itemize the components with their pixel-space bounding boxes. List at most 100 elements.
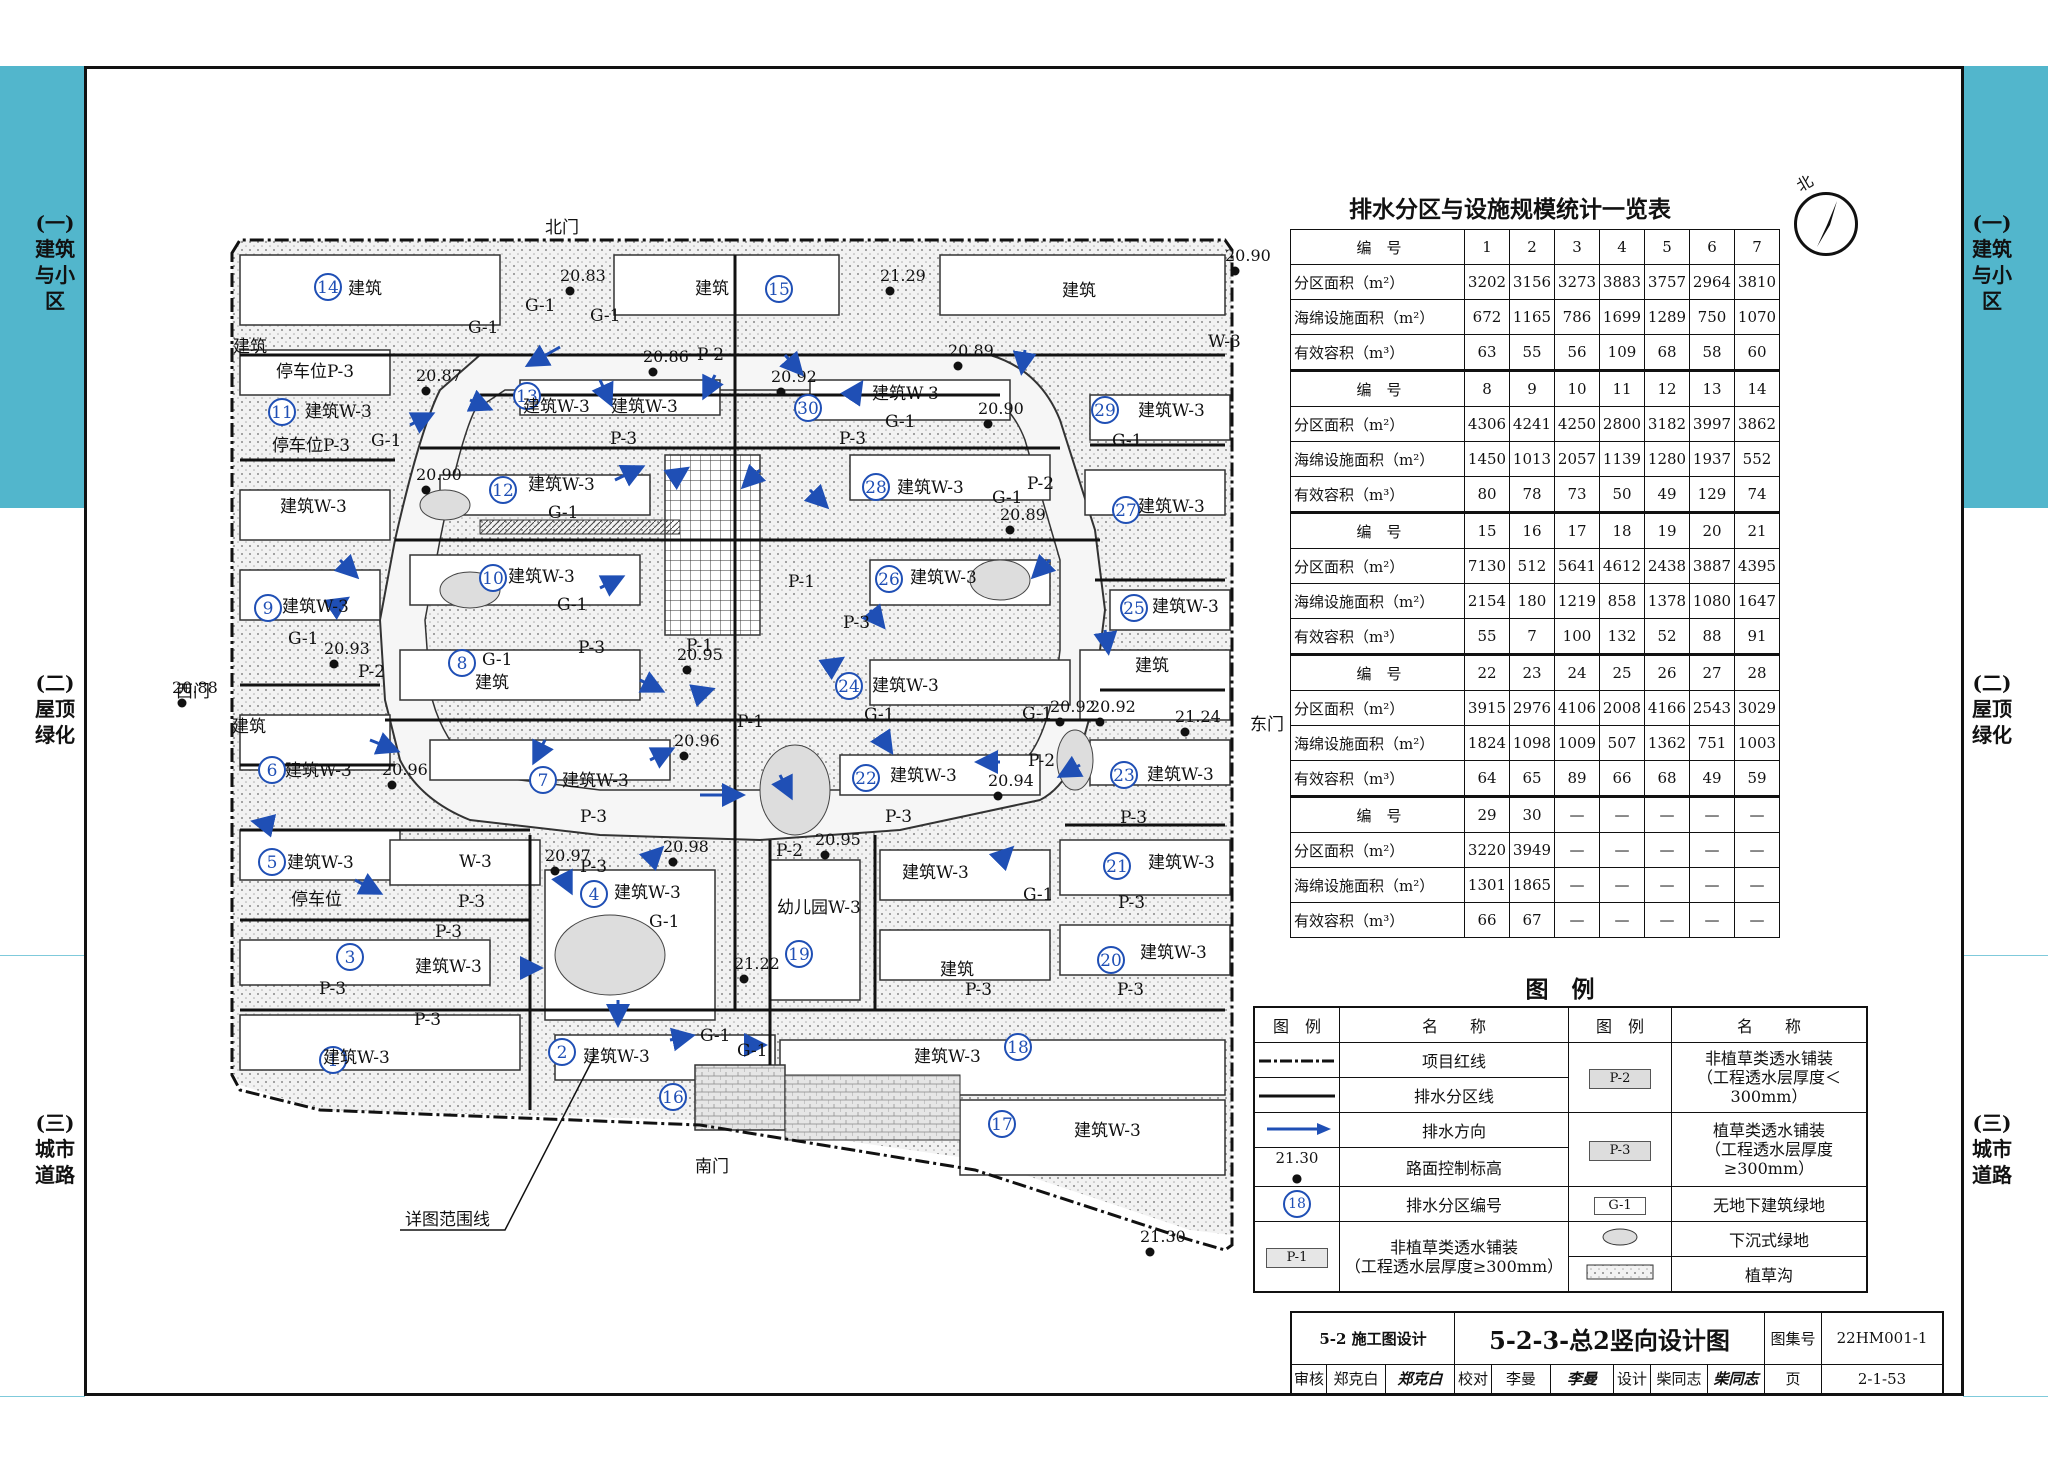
stats-cell: 2976 <box>1509 690 1555 726</box>
map-label: 停车位P-3 <box>272 436 350 456</box>
stats-row-label: 编 号 <box>1290 229 1465 265</box>
drainage-arrow <box>250 814 277 838</box>
elevation-label: 20.83 <box>560 266 606 285</box>
elevation-dot <box>387 780 397 790</box>
legend-zone-line-symbol <box>1253 1077 1340 1113</box>
right-tab-divider-1 <box>1963 955 2048 956</box>
stats-row-label: 分区面积（m²） <box>1290 832 1465 868</box>
drainage-arrow <box>1030 553 1057 580</box>
zone-number: 14 <box>317 278 339 298</box>
stats-row-label: 分区面积（m²） <box>1290 264 1465 300</box>
zone-number: 12 <box>492 481 514 501</box>
right-tab-label-2: (二)屋顶绿化 <box>1972 671 2012 747</box>
elevation-label: 20.88 <box>172 678 218 697</box>
elevation-label: 20.90 <box>978 399 1024 418</box>
map-label: G-1 <box>525 296 555 316</box>
drainage-arrow <box>1012 349 1037 376</box>
elevation-label: 21.30 <box>1140 1227 1186 1246</box>
stats-row-label: 有效容积（m³） <box>1290 902 1465 938</box>
map-label: 建筑W-3 <box>583 1047 650 1067</box>
zone-number: 2 <box>557 1043 568 1063</box>
zone-number: 25 <box>1123 599 1145 619</box>
zone-circle <box>489 476 517 504</box>
zone-circle <box>548 1038 576 1066</box>
stats-cell: 1937 <box>1689 441 1735 477</box>
stats-cell: 3949 <box>1509 832 1555 868</box>
gate-east: 东门 <box>1250 715 1284 735</box>
stats-cell: 50 <box>1599 476 1645 513</box>
stats-cell: 64 <box>1464 760 1510 797</box>
stats-cell: 20 <box>1689 511 1735 549</box>
stats-cell: — <box>1644 902 1690 938</box>
legend-elevation-symbol: 21.30● <box>1253 1147 1340 1187</box>
stats-cell: 3 <box>1554 229 1600 265</box>
stats-cell: 3273 <box>1554 264 1600 300</box>
map-label: P-3 <box>610 429 637 449</box>
stats-cell: 5641 <box>1554 548 1600 584</box>
page-label: 页 <box>1764 1363 1822 1395</box>
stats-cell: — <box>1689 902 1735 938</box>
map-label: 建筑W-3 <box>287 853 354 873</box>
title-block-atlas-no: 22HM001-1 <box>1821 1311 1944 1365</box>
legend-swale-symbol <box>1568 1256 1672 1293</box>
zone-marker: 2 <box>548 1038 576 1066</box>
stats-cell: 28 <box>1734 653 1780 691</box>
elevation-label: 20.94 <box>988 771 1034 790</box>
stats-cell: 22 <box>1464 653 1510 691</box>
legend-header-symbol-2: 图 例 <box>1568 1006 1672 1043</box>
map-label: 停车位P-3 <box>276 362 354 382</box>
elevation-dot <box>776 387 786 397</box>
stats-cell: — <box>1734 795 1780 833</box>
zone-circle <box>765 275 793 303</box>
drawing-frame <box>84 66 1964 1396</box>
stats-cell: 24 <box>1554 653 1600 691</box>
reviewer-signature: 郑克白 <box>1385 1363 1455 1395</box>
central-plaza <box>664 454 761 636</box>
stats-cell: 552 <box>1734 441 1780 477</box>
zone-marker: 22 <box>852 764 880 792</box>
map-label: P-1 <box>686 636 713 656</box>
map-label: G-1 <box>1112 431 1142 451</box>
south-gate-paving-2 <box>784 1074 961 1141</box>
stats-row-label: 海绵设施面积（m²） <box>1290 725 1465 761</box>
stats-cell: 3202 <box>1464 264 1510 300</box>
stats-cell: 2800 <box>1599 406 1645 442</box>
title-block-title: 5-2-3-总2竖向设计图 <box>1454 1311 1765 1365</box>
paving-strip <box>479 519 681 535</box>
stats-cell: 2154 <box>1464 583 1510 619</box>
elevation-label: 21.22 <box>734 954 780 973</box>
elevation-dot <box>668 857 678 867</box>
elevation-label: 20.90 <box>1225 246 1271 265</box>
stats-cell: 750 <box>1689 299 1735 335</box>
zone-marker: 17 <box>988 1110 1016 1138</box>
elevation-label: 20.89 <box>1000 505 1046 524</box>
stats-cell: 3029 <box>1734 690 1780 726</box>
stats-cell: 11 <box>1599 369 1645 407</box>
stats-cell: 7 <box>1509 618 1555 655</box>
stats-cell: 15 <box>1464 511 1510 549</box>
zone-number: 20 <box>1100 951 1122 971</box>
map-label: 建筑W-3 <box>914 1047 981 1067</box>
zone-circle <box>268 398 296 426</box>
map-label: P-3 <box>1117 980 1144 1000</box>
stats-cell: 1 <box>1464 229 1510 265</box>
stats-row-label: 分区面积（m²） <box>1290 406 1465 442</box>
map-label: 建筑W-3 <box>611 397 678 417</box>
stats-row-label: 有效容积（m³） <box>1290 760 1465 797</box>
zone-number: 3 <box>345 948 356 968</box>
designer-name: 柴同志 <box>1650 1363 1708 1395</box>
stats-cell: — <box>1689 867 1735 903</box>
drainage-arrow <box>663 466 690 490</box>
map-label: P-3 <box>578 638 605 658</box>
map-label: 建筑W-3 <box>508 567 575 587</box>
elevation-dot <box>1180 727 1190 737</box>
map-label: 建筑W-3 <box>897 478 964 498</box>
right-tab-divider-2 <box>1963 1396 2048 1397</box>
drainage-arrow <box>1056 755 1084 778</box>
map-label: P-3 <box>580 857 607 877</box>
north-arrow-icon <box>1794 192 1858 256</box>
zone-circle <box>1112 496 1140 524</box>
zone-number: 1 <box>328 1051 339 1071</box>
elevation-label: 20.93 <box>324 639 370 658</box>
zone-circle <box>1091 396 1119 424</box>
